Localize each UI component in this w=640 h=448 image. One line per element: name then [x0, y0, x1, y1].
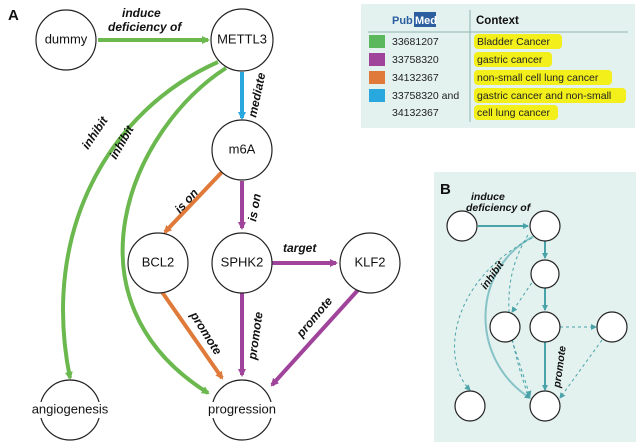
b-label-promote: promote — [551, 345, 569, 389]
legend-swatch-green — [369, 35, 385, 48]
legend-context-header: Context — [476, 15, 519, 27]
edge-label-promote-klf2: promote — [293, 294, 335, 341]
b-node-dummy[interactable] — [446, 210, 478, 242]
edge-label-mediate: mediate — [245, 71, 268, 119]
node-angiogenesis[interactable]: angiogenesis — [22, 379, 118, 441]
svg-text:33758320: 33758320 — [392, 54, 439, 66]
svg-text:gastric cancer and non-small: gastric cancer and non-small — [477, 90, 611, 102]
b-node-sphk2[interactable] — [529, 311, 561, 343]
svg-text:angiogenesis: angiogenesis — [32, 401, 109, 416]
edge-label-deficiency-of: deficiency of — [108, 20, 182, 34]
svg-text:progression: progression — [208, 401, 276, 416]
b-label-deficiency-of: deficiency of — [466, 202, 532, 214]
edge-mettl3-angiogenesis — [61, 60, 219, 380]
panel-a-letter: A — [8, 7, 19, 24]
svg-text:Med: Med — [415, 15, 437, 27]
svg-text:METTL3: METTL3 — [217, 31, 267, 46]
svg-text:non-small cell lung cancer: non-small cell lung cancer — [477, 72, 599, 84]
edge-bcl2-progression — [160, 290, 224, 380]
svg-text:Bladder Cancer: Bladder Cancer — [477, 36, 550, 48]
b-node-klf2[interactable] — [596, 311, 628, 343]
edge-label-target: target — [283, 241, 317, 255]
svg-text:33681207: 33681207 — [392, 36, 439, 48]
svg-text:dummy: dummy — [45, 31, 88, 46]
edge-label-promote-sphk2: promote — [245, 311, 266, 362]
edge-label-inhibit-outer: inhibit — [79, 113, 111, 151]
svg-text:SPHK2: SPHK2 — [221, 254, 264, 269]
svg-text:Pub: Pub — [392, 15, 413, 27]
node-dummy[interactable]: dummy — [35, 9, 97, 71]
pubmed-logo: Pub Med — [392, 12, 437, 27]
b-node-angiogenesis[interactable] — [454, 390, 486, 422]
svg-text:34132367: 34132367 — [392, 72, 439, 84]
svg-text:gastric cancer: gastric cancer — [477, 54, 543, 66]
b-node-mettl3[interactable] — [529, 210, 561, 242]
node-progression[interactable]: progression — [200, 379, 284, 441]
node-bcl2[interactable]: BCL2 — [127, 232, 189, 294]
b-label-induce: induce — [471, 191, 505, 203]
node-klf2[interactable]: KLF2 — [339, 232, 401, 294]
svg-text:m6A: m6A — [229, 141, 256, 156]
legend-table: Pub Med Context 33681207 Bladder Cancer … — [361, 4, 635, 128]
legend-row: 33758320 gastric cancer — [369, 52, 552, 67]
svg-text:33758320 and: 33758320 and — [392, 90, 459, 102]
legend-row: 34132367 non-small cell lung cancer — [369, 70, 612, 85]
svg-text:BCL2: BCL2 — [142, 254, 175, 269]
edge-mettl3-progression — [120, 66, 228, 395]
edge-klf2-progression — [270, 288, 360, 387]
legend-swatch-orange — [369, 71, 385, 84]
edge-label-induce: induce — [122, 6, 161, 20]
legend-swatch-blue — [369, 89, 385, 102]
legend-swatch-purple — [369, 53, 385, 66]
b-node-progression[interactable] — [529, 390, 561, 422]
panel-a-edges — [61, 36, 360, 395]
panel-b: B induce deficiency of inhibit promote — [434, 172, 636, 442]
legend-row: 33758320 and 34132367 gastric cancer and… — [369, 88, 626, 120]
b-node-bcl2[interactable] — [489, 311, 521, 343]
svg-text:34132367: 34132367 — [392, 107, 439, 119]
node-mettl3[interactable]: METTL3 — [210, 8, 274, 72]
node-m6a[interactable]: m6A — [211, 119, 273, 181]
b-node-m6a[interactable] — [530, 259, 560, 289]
edge-m6a-bcl2 — [163, 170, 224, 234]
svg-text:KLF2: KLF2 — [354, 254, 385, 269]
node-sphk2[interactable]: SPHK2 — [211, 232, 273, 294]
edge-label-is-on-right: is on — [245, 192, 264, 222]
panel-b-letter: B — [440, 181, 451, 198]
edge-label-inhibit-inner: inhibit — [106, 122, 137, 161]
svg-text:cell lung cancer: cell lung cancer — [477, 107, 550, 119]
legend-row: 33681207 Bladder Cancer — [369, 34, 562, 49]
